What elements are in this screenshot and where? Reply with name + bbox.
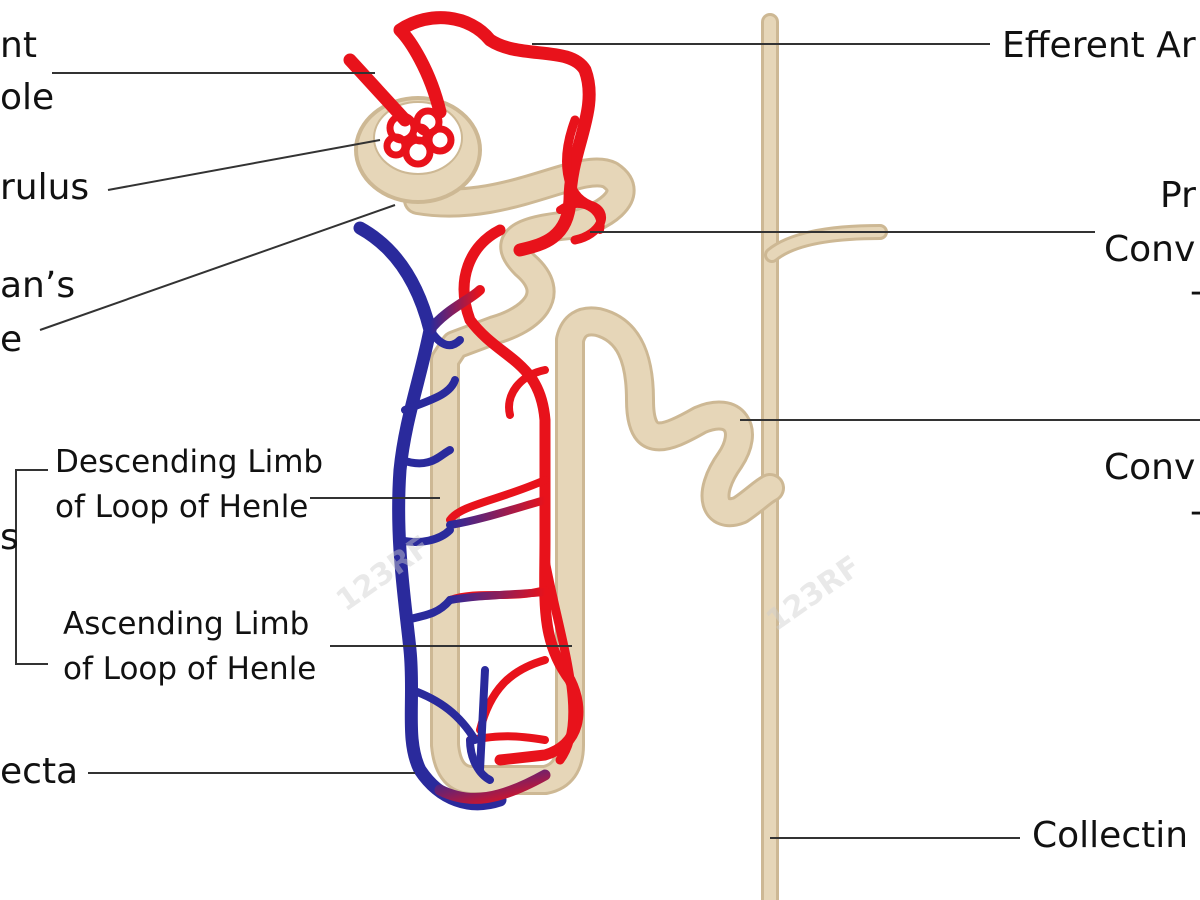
label-distal-line2: -: [1190, 490, 1200, 533]
label-proximal-line3: -: [1190, 270, 1200, 313]
label-proximal-line1: Pr: [1160, 175, 1196, 216]
label-descending-limb-line2: of Loop of Henle: [55, 489, 309, 525]
label-afferent-arteriole-line2: ole: [0, 77, 55, 118]
collecting-duct: [761, 13, 888, 900]
label-afferent-arteriole-line1: nt: [0, 25, 37, 66]
glomerulus-capillaries: [383, 107, 455, 168]
label-vasa-recta: ecta: [0, 751, 79, 792]
label-efferent-arteriole: Efferent Ar: [1002, 25, 1196, 66]
label-bowmans-capsule-line2: e: [0, 319, 23, 360]
label-ascending-limb-line1: Ascending Limb: [63, 606, 310, 642]
leader-lines: [15, 43, 1200, 839]
label-distal-line1: Conv: [1104, 447, 1196, 488]
label-loop-bracket: s: [0, 517, 19, 558]
label-collecting-duct: Collectin: [1032, 815, 1189, 856]
loop-bracket-line: [15, 469, 48, 665]
vessel-transitions: [425, 285, 551, 804]
label-bowmans-capsule-line1: an’s: [0, 265, 76, 306]
label-descending-limb-line1: Descending Limb: [55, 444, 324, 480]
label-proximal-line2: Conv: [1104, 229, 1196, 270]
venous-network: [353, 221, 507, 811]
leader-glomerulus: [107, 139, 381, 191]
label-ascending-limb-line2: of Loop of Henle: [63, 651, 317, 687]
leader-bowman: [39, 204, 396, 331]
label-glomerulus: rulus: [0, 167, 90, 208]
